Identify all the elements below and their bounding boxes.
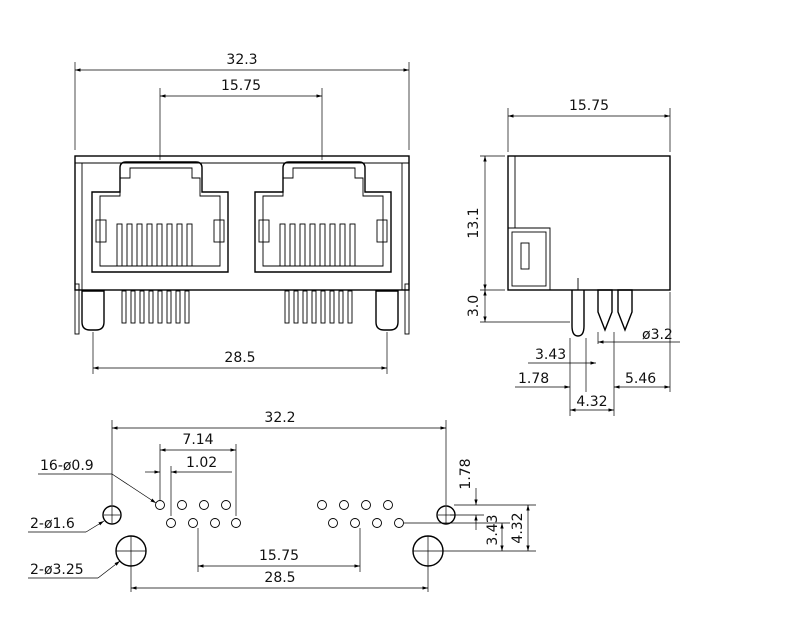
pins-right	[284, 290, 353, 324]
front-port-pitch-label: 15.75	[221, 78, 261, 94]
fp-1-02-label: 1.02	[186, 455, 217, 471]
fp-large-holes-label: 2-ø3.25	[30, 562, 84, 578]
housing-outline	[74, 155, 410, 291]
side-1-78-label: 1.78	[518, 371, 549, 387]
side-latch-outline	[508, 227, 551, 290]
front-post-spacing-label: 28.5	[224, 350, 255, 366]
front-view: 32.3 15.75	[74, 52, 410, 374]
fp-port-pitch-label: 15.75	[259, 548, 299, 564]
side-4-32-label: 4.32	[576, 394, 607, 410]
contacts-left	[116, 223, 193, 267]
latch-right-b	[376, 219, 388, 243]
latch-left-a	[95, 219, 107, 243]
contacts-right	[279, 223, 356, 267]
side-pin	[571, 290, 585, 337]
fp-pin-holes-left	[155, 500, 241, 528]
side-5-46-label: 5.46	[625, 371, 656, 387]
shield-tab-left	[74, 283, 80, 335]
front-overall-width-label: 32.3	[226, 52, 257, 68]
side-body-outline	[507, 155, 671, 291]
latch-right-a	[258, 219, 270, 243]
fp-leader-small-b	[85, 520, 105, 533]
side-body-height-label: 13.1	[466, 207, 482, 238]
port-inner-right	[262, 167, 384, 267]
mounting-post-left	[81, 290, 105, 331]
side-post-dia-label: ø3.2	[642, 327, 673, 343]
port-opening-right	[254, 161, 392, 273]
fp-post-spacing-label: 28.5	[264, 570, 295, 586]
fp-leader-large-b	[97, 560, 121, 579]
fp-overall-width-label: 32.2	[264, 410, 295, 426]
side-pin-length-label: 3.0	[466, 295, 482, 317]
fp-1-78-label: 1.78	[458, 458, 474, 489]
side-view: 15.75 13.1 3.0 ø3.2 3.43 1.78 5.4	[466, 98, 680, 416]
fp-pin-holes-right	[317, 500, 404, 528]
fp-pin-holes-label: 16-ø0.9	[40, 458, 94, 474]
port-opening-left	[91, 161, 229, 273]
fp-small-holes-label: 2-ø1.6	[30, 516, 75, 532]
side-latch-window	[511, 231, 547, 287]
mounting-post-right	[375, 290, 399, 331]
fp-3-43-label: 3.43	[485, 514, 501, 545]
shield-tab-right	[404, 283, 410, 335]
side-3-43-label: 3.43	[535, 347, 566, 363]
pins-left	[121, 290, 190, 324]
side-post-a	[597, 289, 613, 332]
fp-4-32-label: 4.32	[510, 512, 526, 543]
side-post-b	[617, 289, 633, 332]
latch-left-b	[213, 219, 225, 243]
fp-leader-pin-holes-b	[111, 473, 157, 504]
side-latch-slot	[520, 242, 530, 270]
side-depth-label: 15.75	[569, 98, 609, 114]
footprint-view: 32.2 7.14 1.02 16-ø0.9	[28, 410, 536, 592]
port-inner-left	[99, 167, 221, 267]
fp-7-14-label: 7.14	[182, 432, 213, 448]
fp-small-hole-left	[102, 505, 122, 525]
